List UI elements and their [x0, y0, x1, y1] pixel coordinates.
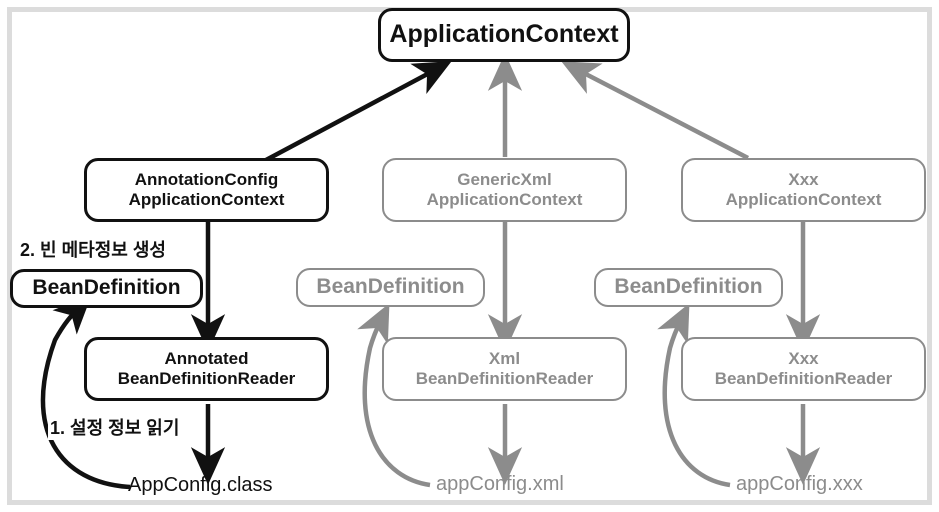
label-appconfig-xxx: appConfig.xxx: [736, 473, 863, 495]
label-appconfig-xml: appConfig.xml: [436, 473, 564, 495]
step-1-label: 1. 설정 정보 읽기: [48, 414, 182, 440]
node-beandefinition-annotationconfig[interactable]: BeanDefinition: [10, 269, 203, 308]
node-application-context-label: ApplicationContext: [389, 20, 619, 49]
node-annotationconfig-applicationcontext[interactable]: AnnotationConfig ApplicationContext: [84, 158, 329, 222]
node-beandefinition-xxx-label: BeanDefinition: [614, 275, 763, 299]
node-beandefinition-annotationconfig-label: BeanDefinition: [32, 276, 181, 300]
node-annotated-beandefinitionreader-line2: BeanDefinitionReader: [117, 369, 296, 388]
node-xxx-applicationcontext[interactable]: Xxx ApplicationContext: [681, 158, 926, 222]
node-beandefinition-xxx[interactable]: BeanDefinition: [594, 268, 783, 307]
label-appconfig-class: AppConfig.class: [128, 474, 273, 496]
node-annotationconfig-applicationcontext-line1: AnnotationConfig: [134, 169, 279, 189]
node-beandefinition-genericxml[interactable]: BeanDefinition: [296, 268, 485, 307]
node-xml-beandefinitionreader-line1: Xml: [488, 348, 521, 368]
node-genericxml-applicationcontext-line1: GenericXml: [457, 169, 552, 189]
node-genericxml-applicationcontext[interactable]: GenericXml ApplicationContext: [382, 158, 627, 222]
node-xxx-applicationcontext-line1: Xxx: [788, 169, 819, 189]
node-xxx-beandefinitionreader-line1: Xxx: [788, 348, 819, 368]
node-beandefinition-genericxml-label: BeanDefinition: [316, 275, 465, 299]
node-genericxml-applicationcontext-line2: ApplicationContext: [426, 190, 583, 209]
node-annotated-beandefinitionreader[interactable]: Annotated BeanDefinitionReader: [84, 337, 329, 401]
node-xxx-applicationcontext-line2: ApplicationContext: [725, 190, 882, 209]
node-application-context[interactable]: ApplicationContext: [378, 8, 630, 62]
node-annotated-beandefinitionreader-line1: Annotated: [164, 348, 249, 368]
node-xxx-beandefinitionreader[interactable]: Xxx BeanDefinitionReader: [681, 337, 926, 401]
node-xxx-beandefinitionreader-line2: BeanDefinitionReader: [714, 369, 893, 388]
step-2-label: 2. 빈 메타정보 생성: [18, 236, 168, 262]
node-xml-beandefinitionreader[interactable]: Xml BeanDefinitionReader: [382, 337, 627, 401]
node-annotationconfig-applicationcontext-line2: ApplicationContext: [128, 190, 285, 209]
node-xml-beandefinitionreader-line2: BeanDefinitionReader: [415, 369, 594, 388]
